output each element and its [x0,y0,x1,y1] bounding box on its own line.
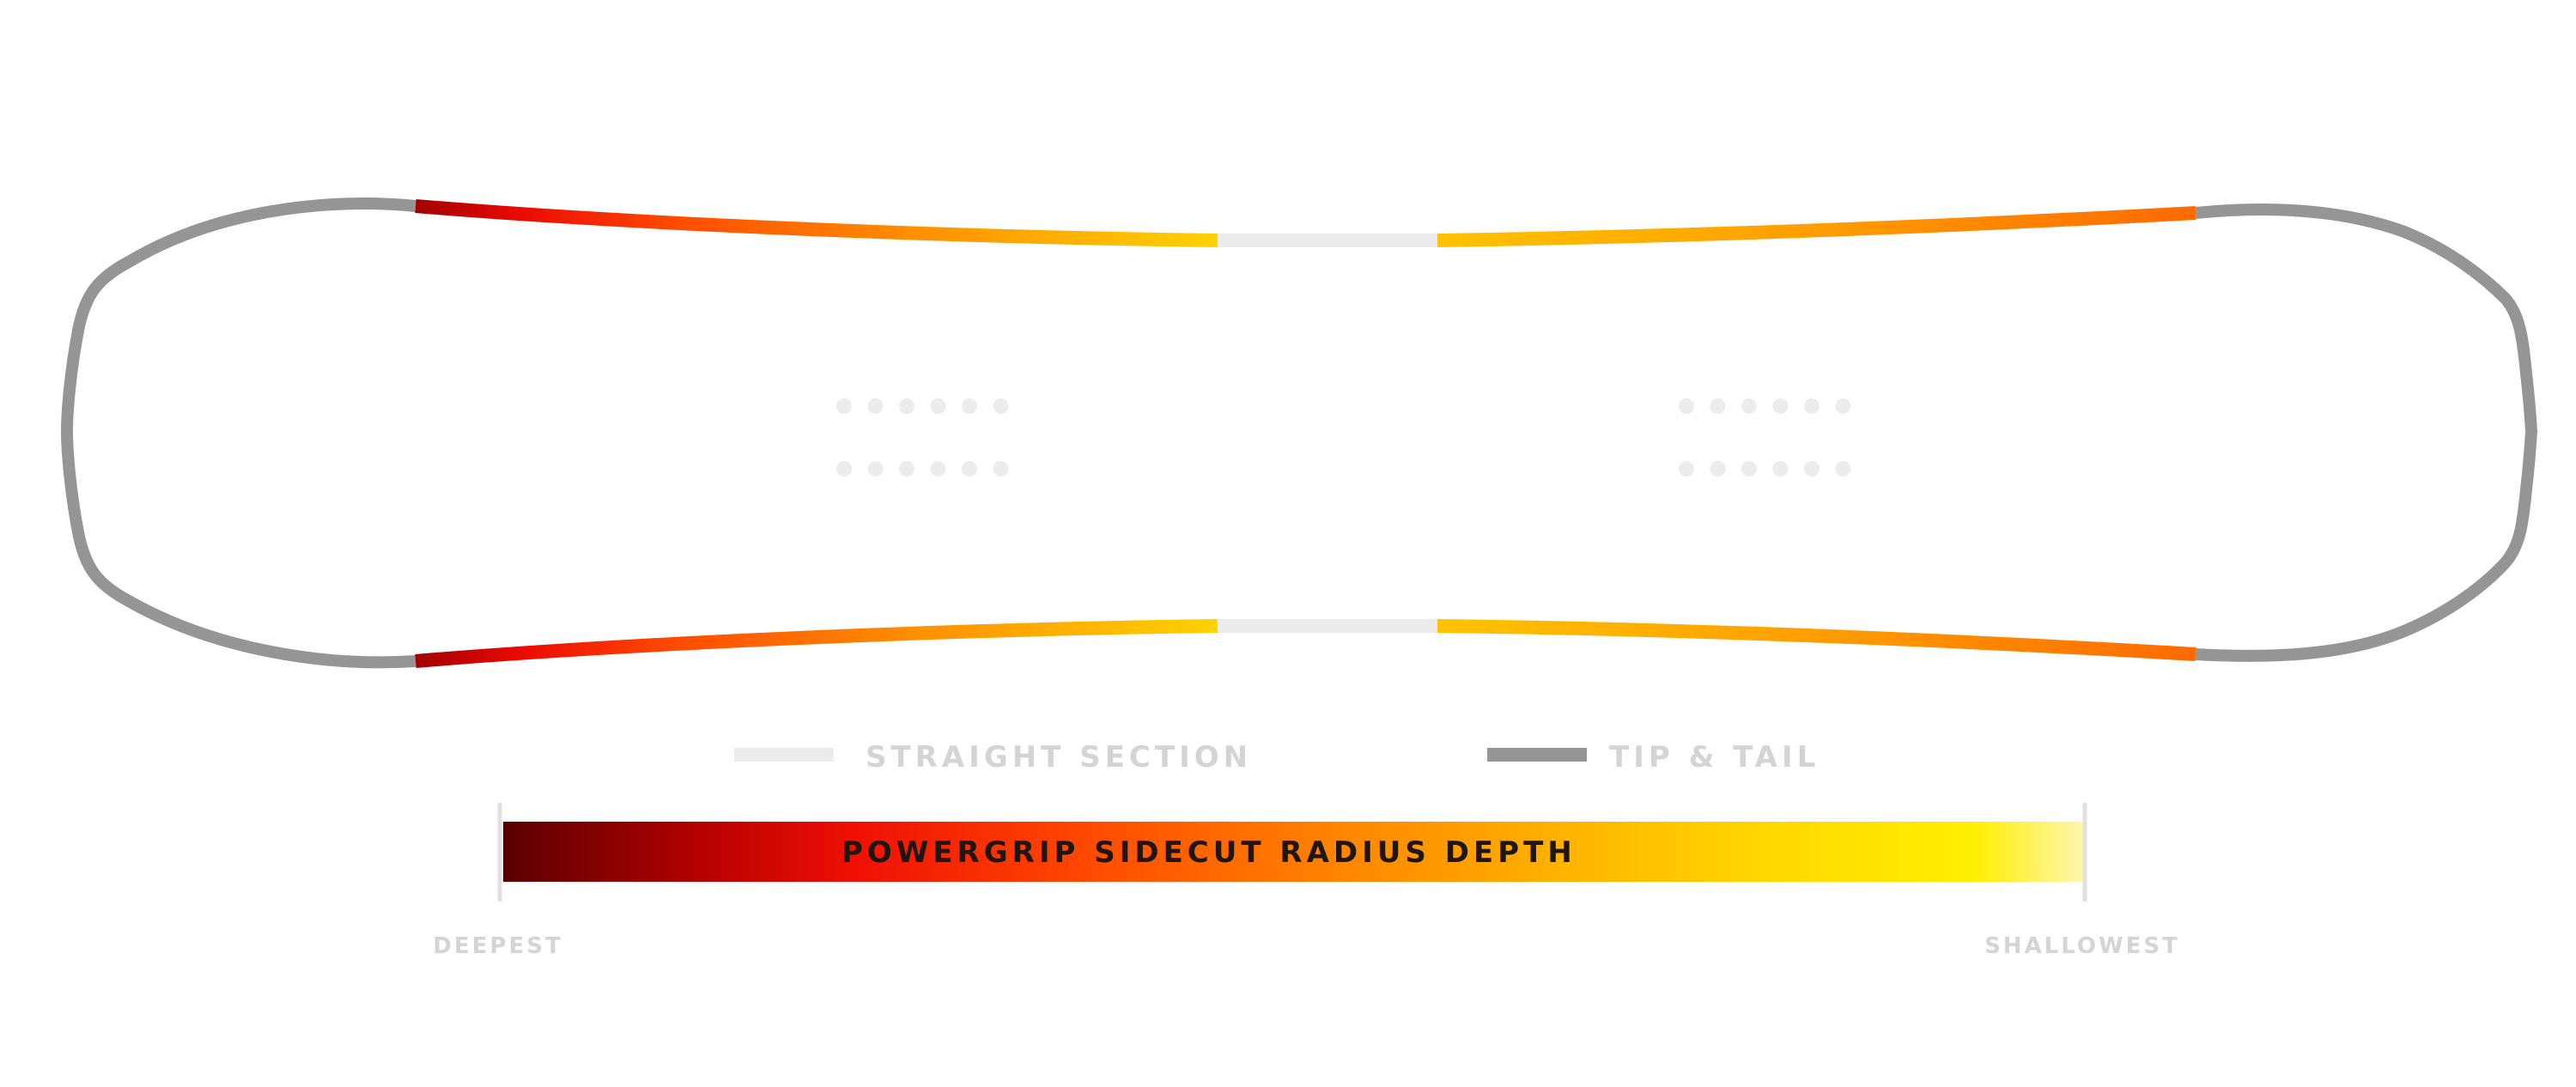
insert-dot [1679,461,1694,477]
top-sidecut-right [1437,206,2196,247]
insert-dot [930,398,946,414]
insert-dot [1772,398,1789,414]
snowboard-outline [61,197,2537,669]
insert-dot [1741,398,1757,414]
binding-inserts-front [1679,398,1851,477]
tail-outline [61,197,416,669]
scale-label-shallowest: SHALLOWEST [1984,933,2180,959]
insert-dot [1835,461,1851,477]
insert-dot [962,461,977,477]
insert-dot [1679,398,1694,414]
sidecut-depth-scale: POWERGRIP SIDECUT RADIUS DEPTH DEEPEST S… [433,803,2180,959]
insert-dot [1710,461,1726,477]
binding-inserts-rear [836,398,1009,477]
insert-dot [899,398,914,414]
insert-dot [836,461,852,477]
bottom-sidecut-right [1437,619,2196,661]
bottom-sidecut-left [415,619,1218,668]
insert-dot [993,398,1009,414]
scale-bar [503,822,2085,882]
legend-swatch-tip-tail [1487,748,1587,762]
insert-dot [1835,398,1851,414]
top-sidecut-left [415,199,1218,247]
scale-label-deepest: DEEPEST [433,933,562,959]
insert-dot [1804,461,1820,477]
insert-dot [1741,461,1757,477]
legend-label-straight: STRAIGHT SECTION [866,740,1252,774]
insert-dot [930,461,946,477]
nose-outline [2195,203,2537,662]
insert-dot [1772,461,1789,477]
insert-dot [962,398,977,414]
insert-dot [993,461,1009,477]
insert-dot [1804,398,1820,414]
insert-dot [1710,398,1726,414]
legend-label-tip-tail: TIP & TAIL [1609,740,1820,774]
insert-dot [867,398,884,414]
scale-title: POWERGRIP SIDECUT RADIUS DEPTH [841,835,1577,870]
insert-dot [867,461,884,477]
legend: STRAIGHT SECTION TIP & TAIL [734,740,1820,774]
legend-swatch-straight [734,748,834,762]
insert-dot [836,398,852,414]
insert-dot [899,461,914,477]
